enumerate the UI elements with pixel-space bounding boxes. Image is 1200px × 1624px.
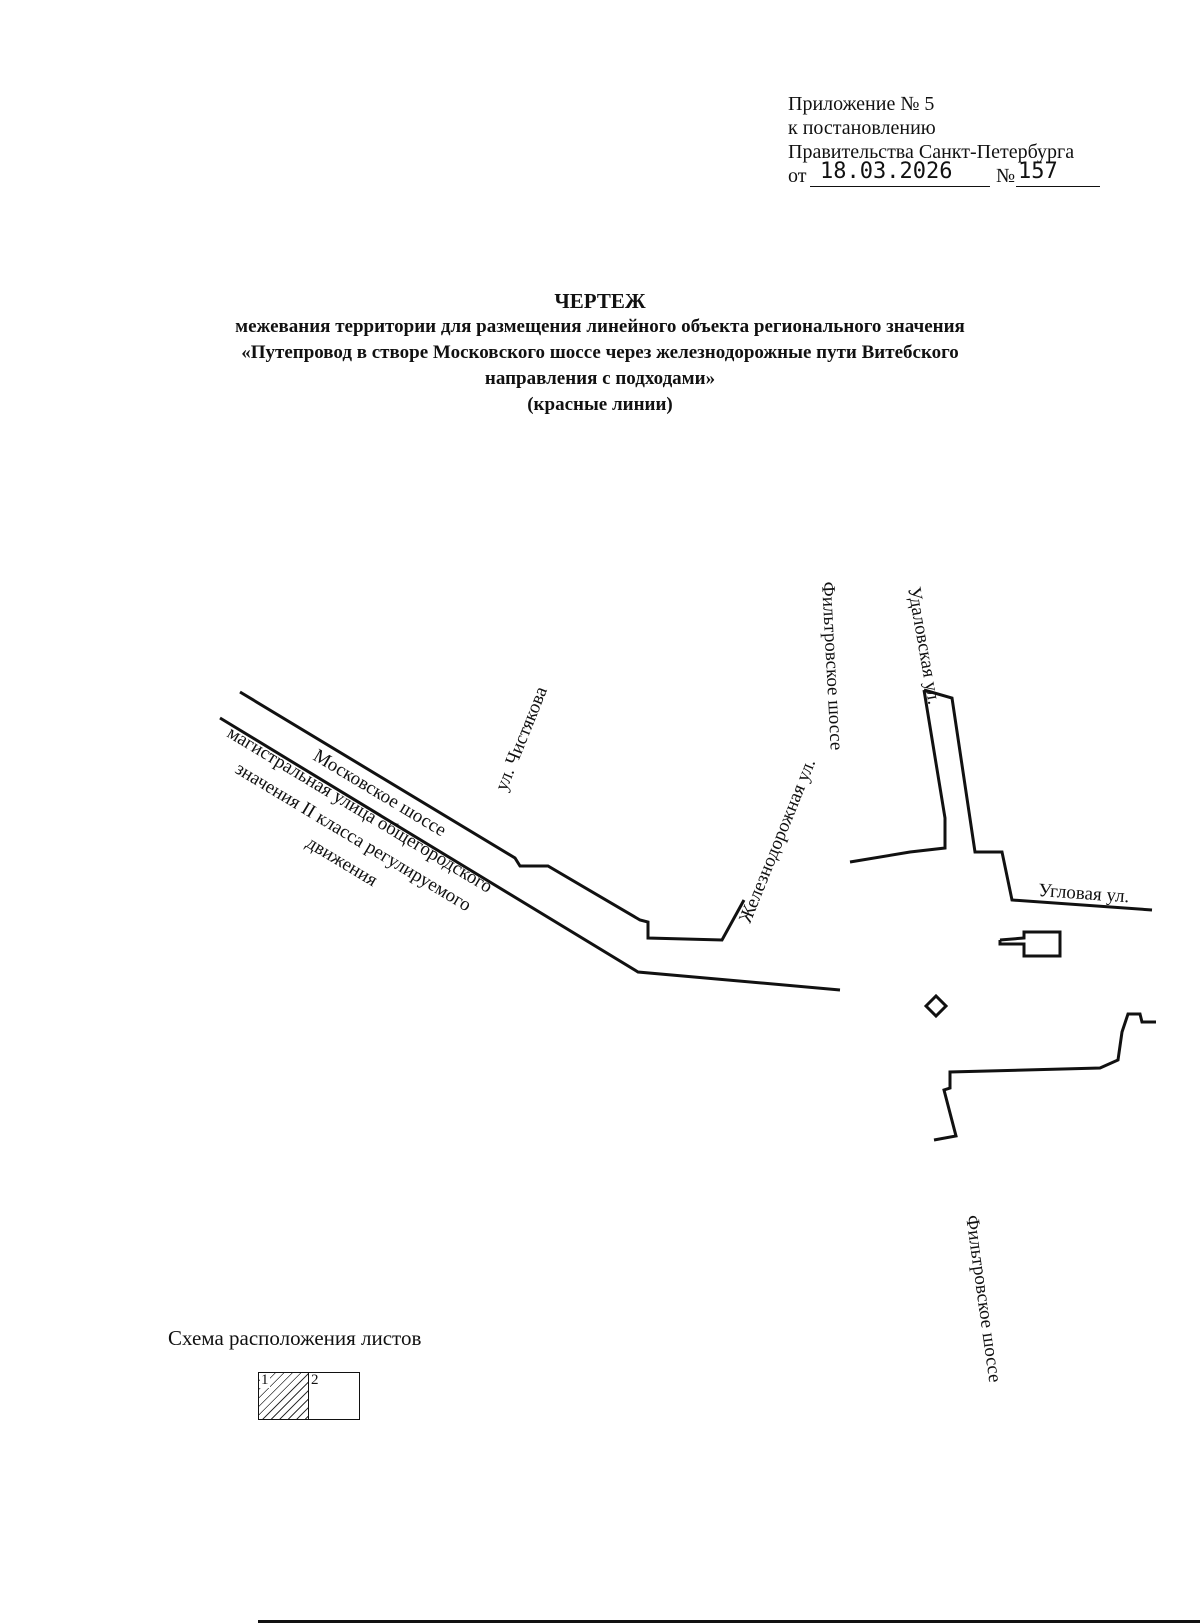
red-line-building-east	[998, 930, 1062, 958]
sheet-scheme: 1 2	[258, 1372, 360, 1420]
label-filtrovskoe-south: Фильтровское шоссе	[961, 1214, 1005, 1384]
resolution-date: 18.03.2026	[820, 159, 953, 184]
sheet-1-number: 1	[260, 1372, 270, 1388]
label-zheleznodorozhnaya: Железнодорожная ул.	[735, 756, 820, 926]
number-label: №	[996, 165, 1016, 187]
red-line-udalovskaya-east	[923, 688, 1153, 912]
number-underline	[1016, 186, 1100, 187]
drawing-title: ЧЕРТЕЖ межевания территории для размещен…	[150, 288, 1050, 418]
appendix-date-row: от 18.03.2026 № 157	[788, 160, 1100, 188]
bottom-rule	[258, 1620, 1200, 1623]
date-prefix: от	[788, 165, 807, 187]
red-line-small-plot	[923, 993, 949, 1019]
appendix-header: Приложение № 5 к постановлению Правитель…	[788, 92, 1100, 188]
title-line-2: «Путепровод в створе Московского шоссе ч…	[241, 342, 959, 363]
title-line-3: направления с подходами»	[484, 368, 716, 389]
red-line-filtrovskoe-east	[933, 1012, 1156, 1142]
red-line-moskovskoe-north	[239, 690, 746, 942]
title-main: ЧЕРТЕЖ	[554, 289, 646, 313]
label-filtrovskoe-north: Фильтровское шоссе	[817, 581, 847, 751]
label-chistyakova: ул. Чистякова	[491, 683, 552, 794]
date-underline	[810, 186, 990, 187]
label-udalovskaya: Удаловская ул.	[903, 585, 944, 706]
title-line-4: (красные линии)	[527, 394, 673, 415]
title-line-1: межевания территории для размещения лине…	[235, 316, 965, 337]
sheet-1-hatched: 1	[259, 1373, 309, 1419]
sheet-2-number: 2	[310, 1372, 320, 1388]
red-line-udalovskaya-west	[849, 689, 947, 864]
sheet-2: 2	[309, 1373, 358, 1419]
resolution-number: 157	[1018, 159, 1058, 184]
red-line-moskovskoe-south	[219, 716, 841, 992]
appendix-government: Правительства Санкт-Петербурга	[788, 141, 1075, 163]
appendix-resolution: к постановлению	[788, 117, 936, 139]
sheet-scheme-title: Схема расположения листов	[168, 1326, 422, 1350]
appendix-number: Приложение № 5	[788, 93, 935, 115]
